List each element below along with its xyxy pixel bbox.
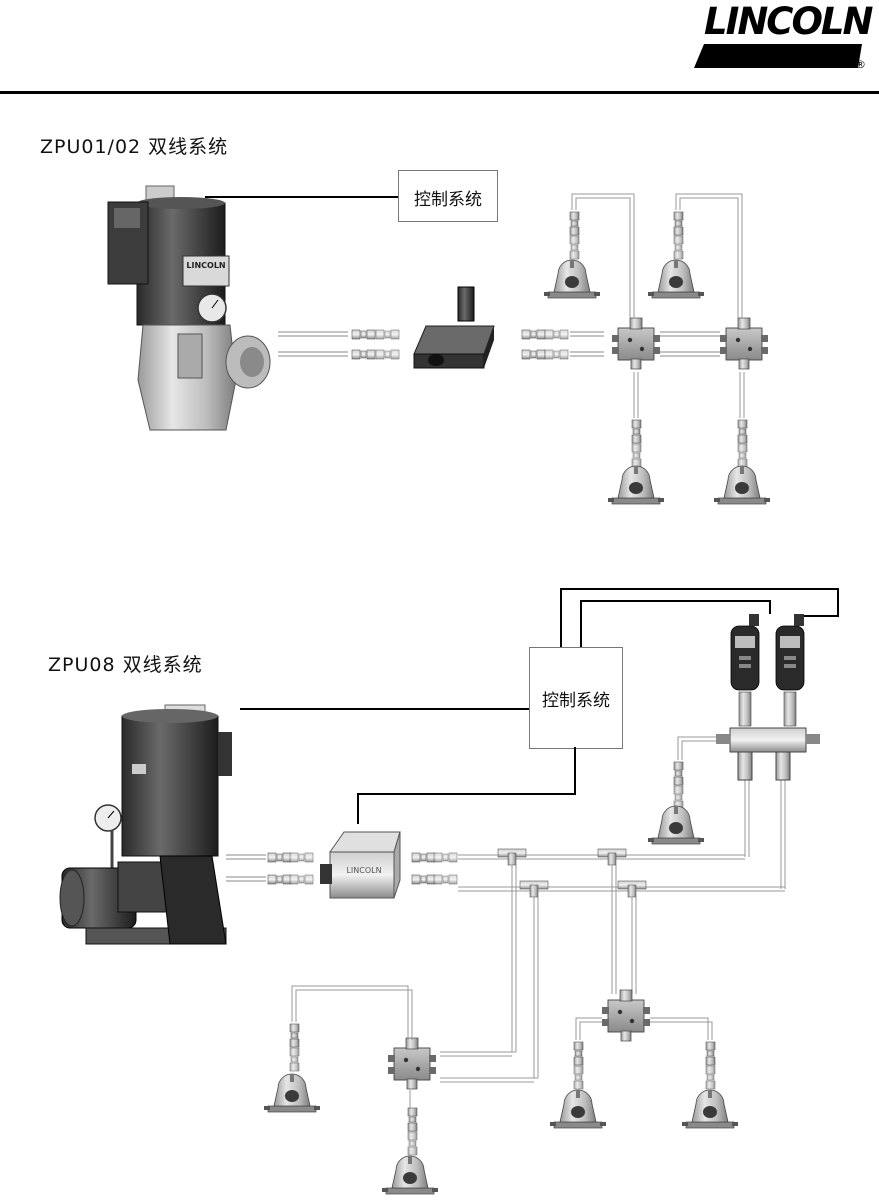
lincoln-logo: LINCOLN ® [690,2,875,72]
header-rule [0,91,879,94]
system-1-control-box: 控制系统 [398,170,498,222]
system-1-diagram: LINCOLN [107,185,771,505]
distributor-1a-graphic [611,317,661,370]
system-1-control-label: 控制系统 [414,190,482,210]
system-2-diagram: LINCOLN [59,588,839,1195]
distributor-2a-graphic [387,1037,437,1090]
registered-mark: ® [855,58,866,71]
pump-zpu01-plate-text: LINCOLN [186,261,225,270]
system-1-title: ZPU01/02 双线系统 [40,136,229,158]
reversing-valve-2-graphic: LINCOLN [320,831,401,899]
reversing-valve-1-graphic [413,286,495,369]
system-2-title: ZPU08 双线系统 [48,654,203,676]
distributor-1b-graphic [719,317,769,370]
pump-zpu01-graphic: LINCOLN [107,185,271,431]
system-2-control-label: 控制系统 [542,691,610,711]
distributor-2b-graphic [601,989,651,1042]
reversing-valve-2-plate-text: LINCOLN [346,866,381,875]
pressure-switch-2-graphic [775,613,805,727]
logo-bar-graphic [694,44,862,68]
system-2-control-box: 控制系统 [529,647,623,749]
pump-zpu08-graphic [59,704,232,945]
logo-wordmark: LINCOLN [704,0,873,43]
pressure-switch-1-graphic [730,613,760,727]
